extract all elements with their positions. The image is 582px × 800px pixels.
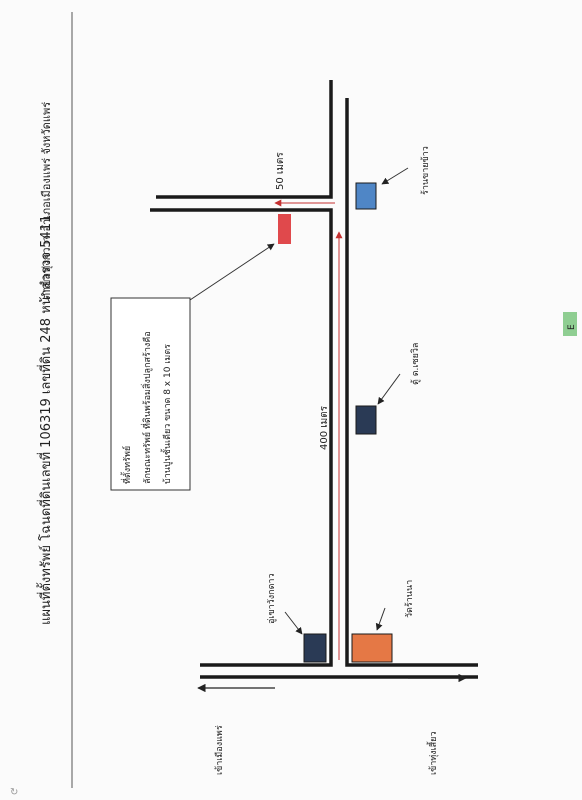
garage-pointer-line xyxy=(284,611,303,635)
garage-label: อู่เขาวังกดาว xyxy=(267,573,277,624)
direction-right-label: เข้าทุ่งเสี้ยว xyxy=(426,731,439,775)
info-box xyxy=(110,297,191,491)
side-tab-label: E xyxy=(567,324,577,330)
roads xyxy=(150,80,478,679)
distance-400m: 400 เมตร xyxy=(319,405,330,450)
corner-mark: ↻ xyxy=(10,787,18,798)
property-pointer-line xyxy=(189,243,275,301)
temple-marker xyxy=(351,633,393,663)
direction-left-label: เข้าเมืองแพร่ xyxy=(214,725,225,775)
info-box-title: ที่ตั้งทรัพย์ xyxy=(120,446,133,484)
garage-marker xyxy=(303,633,327,663)
building-marker xyxy=(355,405,377,435)
header-line1: แผนที่ตั้งทรัพย์ โฉนดที่ดินเลขที่ 106319… xyxy=(36,215,54,625)
info-box-line1: ลักษณะทรัพย์ ที่ดินพร้อมสิ่งปลูกสร้างคือ xyxy=(140,331,153,484)
info-box-line2: บ้านปูนชั้นเดียว ขนาด 8 x 10 เมตร xyxy=(160,344,173,484)
header-line2: ตำบลทุ่งกวาว อำเภอเมืองแพร่ จังหวัดแพร่ xyxy=(40,102,53,300)
side-tab xyxy=(563,312,577,336)
shop-label: ร้านขายข้าว xyxy=(420,146,431,195)
shop-pointer-line xyxy=(381,167,409,185)
temple-label: วัดร้านนา xyxy=(404,580,415,618)
building-label: ตู้ ด.เซยวิล xyxy=(410,343,421,385)
main-road-left-edge-lower xyxy=(150,208,333,667)
shop-marker xyxy=(355,182,377,210)
temple-pointer-line xyxy=(375,607,386,631)
property-marker xyxy=(278,214,291,244)
building-pointer-line xyxy=(377,373,401,405)
distance-50m: 50 เมตร xyxy=(275,152,286,190)
main-road-right-edge xyxy=(345,98,478,667)
main-road-left-edge xyxy=(156,80,333,199)
